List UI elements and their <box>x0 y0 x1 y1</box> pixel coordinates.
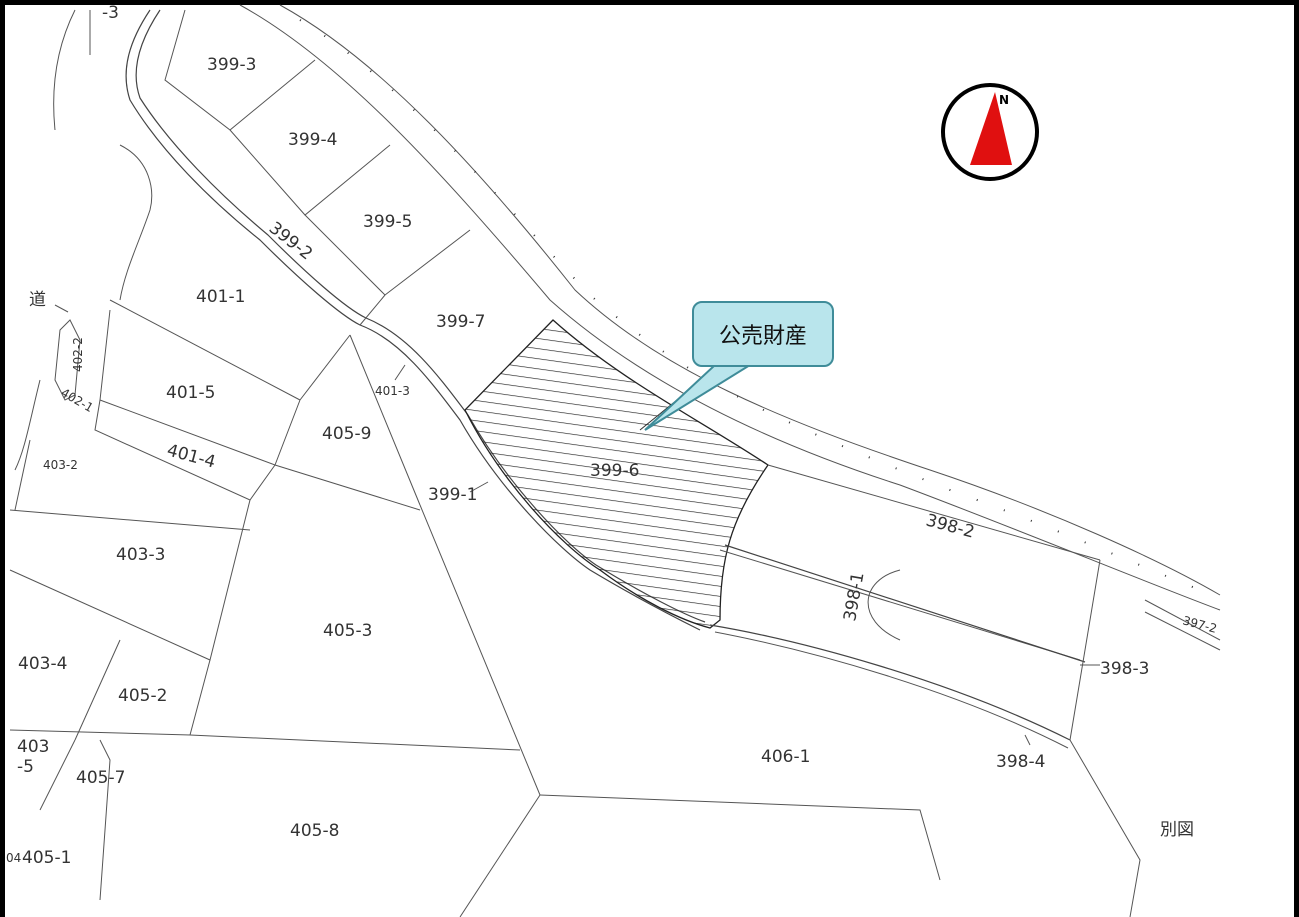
lot-label: 402-1 <box>59 385 96 415</box>
lot-label: 401-5 <box>166 383 215 403</box>
lot-label: 398-1 <box>840 571 868 623</box>
lot-label: 403-2 <box>43 458 78 472</box>
lot-label: 406-1 <box>761 747 810 767</box>
lot-label: 401-1 <box>196 287 245 307</box>
callout-text: 公売財産 <box>718 324 807 349</box>
lot-label: 405-3 <box>323 621 372 641</box>
lot-label: 405-2 <box>118 686 167 706</box>
lot-label: 405-9 <box>322 424 371 444</box>
lot-label: 401-4 <box>165 441 218 473</box>
parcel-399-6-hatched[interactable] <box>464 319 769 629</box>
lot-label: 398-2 <box>924 511 977 543</box>
public-sale-property-callout: 公売財産 <box>692 301 834 367</box>
lot-label: 397-2 <box>1181 613 1218 636</box>
lot-label: -3 <box>102 3 119 23</box>
lot-label: 401-3 <box>375 384 410 398</box>
lot-label: 405-1 <box>22 848 71 868</box>
north-arrow: N <box>941 83 1039 181</box>
other-map-label: 別図 <box>1160 820 1194 840</box>
lot-label: 399-5 <box>363 212 412 232</box>
callout-tail <box>644 364 754 431</box>
lot-label: 405-8 <box>290 821 339 841</box>
lot-label: 402-2 <box>71 337 85 372</box>
lot-label: 398-3 <box>1100 659 1149 679</box>
lot-label: 399-6 <box>590 461 639 481</box>
lot-label: 399-7 <box>436 312 485 332</box>
lot-label: 398-4 <box>996 752 1045 772</box>
lot-label: 405-7 <box>76 768 125 788</box>
lot-label: -5 <box>17 757 34 777</box>
lot-label: 403-3 <box>116 545 165 565</box>
lot-label: 399-4 <box>288 130 337 150</box>
lot-label: 04 <box>6 851 21 865</box>
north-label: N <box>999 93 1009 107</box>
road-label: 道 <box>29 290 46 310</box>
lot-label: 399-1 <box>428 485 477 505</box>
lot-label: 403-4 <box>18 654 67 674</box>
path-399-2-a <box>125 9 701 631</box>
parcel-boundaries <box>9 9 1221 917</box>
lot-label: 399-3 <box>207 55 256 75</box>
lot-label: 403 <box>17 737 49 757</box>
